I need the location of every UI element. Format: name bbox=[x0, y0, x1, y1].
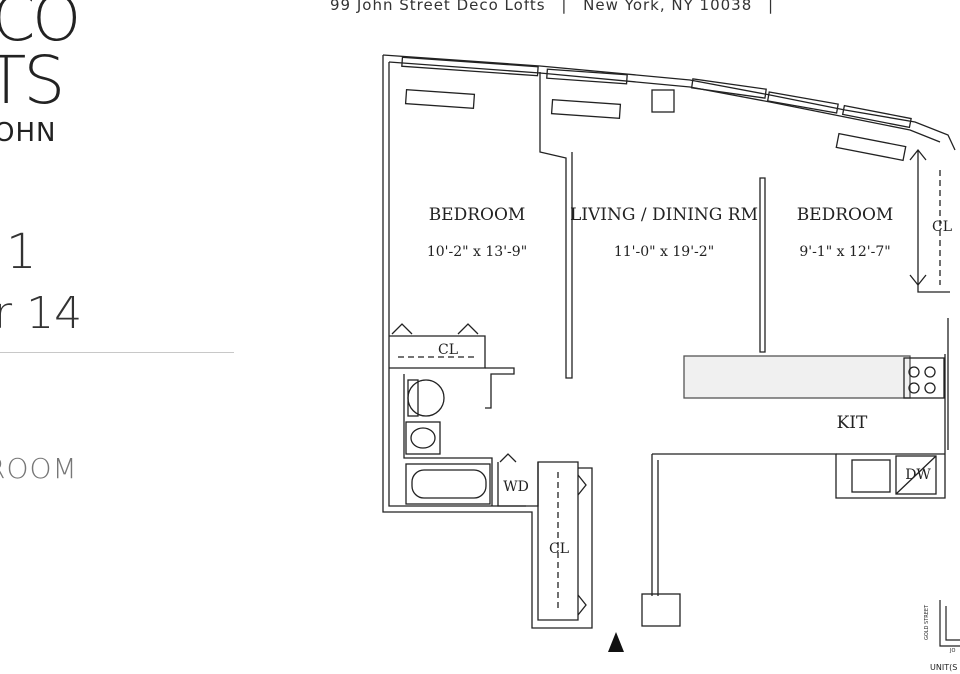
header-city: New York, NY 10038 bbox=[583, 0, 753, 14]
hall-closet bbox=[537, 461, 579, 621]
room-dims-living: 11'-0" x 19'-2" bbox=[614, 244, 714, 260]
toilet-tank bbox=[407, 379, 419, 417]
property-header: 99 John Street Deco Lofts | New York, NY… bbox=[330, 0, 784, 14]
window-sill-1 bbox=[404, 88, 476, 110]
washer-dryer-label: WD bbox=[503, 479, 529, 495]
room-label-bedroom-right: BEDROOM bbox=[797, 205, 894, 225]
hall-closet-door-1 bbox=[577, 474, 587, 496]
room-label-kitchen: KIT bbox=[837, 413, 868, 433]
bedroom-type-label: ROOM bbox=[0, 452, 78, 485]
window-4 bbox=[766, 91, 839, 114]
outer-wall bbox=[382, 55, 593, 629]
left-closet-door-1 bbox=[391, 323, 413, 335]
kitchen-sink bbox=[851, 459, 891, 493]
bathtub-inner bbox=[411, 469, 487, 499]
side-divider bbox=[0, 352, 234, 353]
window-sill-2 bbox=[550, 98, 622, 120]
right-closet-door-1 bbox=[909, 148, 927, 161]
column-box bbox=[651, 89, 675, 113]
stove bbox=[903, 357, 945, 399]
bathtub bbox=[405, 463, 491, 505]
dishwasher bbox=[895, 455, 937, 495]
closet-label-right: CL bbox=[932, 219, 952, 235]
window-1 bbox=[401, 56, 539, 77]
logo-line-1: CO bbox=[0, 0, 81, 55]
facade-wall bbox=[382, 54, 956, 151]
key-plan-street-2: JO bbox=[949, 648, 955, 654]
wd-door bbox=[499, 453, 517, 463]
facade-wall-inner bbox=[388, 61, 941, 143]
entry-arrow-icon bbox=[608, 632, 624, 652]
partition-wall-2 bbox=[759, 177, 766, 353]
header-separator-end: | bbox=[768, 0, 775, 14]
outer-wall-inner bbox=[388, 62, 526, 507]
unit-number: 1 bbox=[6, 224, 37, 280]
right-closet-wall bbox=[917, 150, 950, 293]
key-plan-unit-label: UNIT(S bbox=[930, 663, 957, 672]
hall-closet-door-2 bbox=[577, 594, 587, 616]
room-dims-bedroom-left: 10'-2" x 13'-9" bbox=[427, 244, 527, 260]
toilet-bowl bbox=[407, 379, 445, 417]
header-address: 99 John Street Deco Lofts bbox=[330, 0, 546, 14]
closet-label-hall: CL bbox=[549, 541, 569, 557]
dishwasher-label: DW bbox=[905, 467, 931, 483]
burner-1 bbox=[908, 366, 920, 378]
sink-vanity bbox=[405, 421, 441, 455]
burner-3 bbox=[908, 382, 920, 394]
closet-label-left: CL bbox=[438, 342, 458, 358]
logo-line-3: OHN bbox=[0, 118, 57, 148]
logo-line-2: TS bbox=[0, 42, 65, 119]
burner-4 bbox=[924, 382, 936, 394]
kitchen-counter bbox=[683, 355, 911, 399]
room-label-living: LIVING / DINING RM bbox=[570, 205, 758, 225]
key-plan bbox=[939, 600, 960, 647]
window-5 bbox=[841, 104, 912, 129]
partition-wall-1 bbox=[539, 72, 573, 379]
window-2 bbox=[546, 68, 628, 85]
left-closet-door-2 bbox=[457, 323, 479, 335]
room-dims-bedroom-right: 9'-1" x 12'-7" bbox=[799, 244, 890, 260]
dishwasher-diag bbox=[895, 455, 937, 495]
window-3 bbox=[690, 78, 767, 99]
entry-column bbox=[641, 593, 681, 627]
bath-wall-2 bbox=[403, 374, 493, 506]
right-closet-door-2 bbox=[909, 274, 927, 287]
header-separator: | bbox=[561, 0, 568, 14]
bath-wall bbox=[485, 367, 515, 409]
entry-wall bbox=[652, 354, 946, 499]
key-plan-street: GOLD STREET bbox=[924, 604, 930, 640]
sink-basin bbox=[410, 427, 436, 449]
window-sill-3 bbox=[835, 132, 907, 162]
burner-2 bbox=[924, 366, 936, 378]
room-label-bedroom-left: BEDROOM bbox=[429, 205, 526, 225]
left-closet bbox=[389, 335, 486, 369]
floor-label: r 14 bbox=[0, 288, 83, 339]
